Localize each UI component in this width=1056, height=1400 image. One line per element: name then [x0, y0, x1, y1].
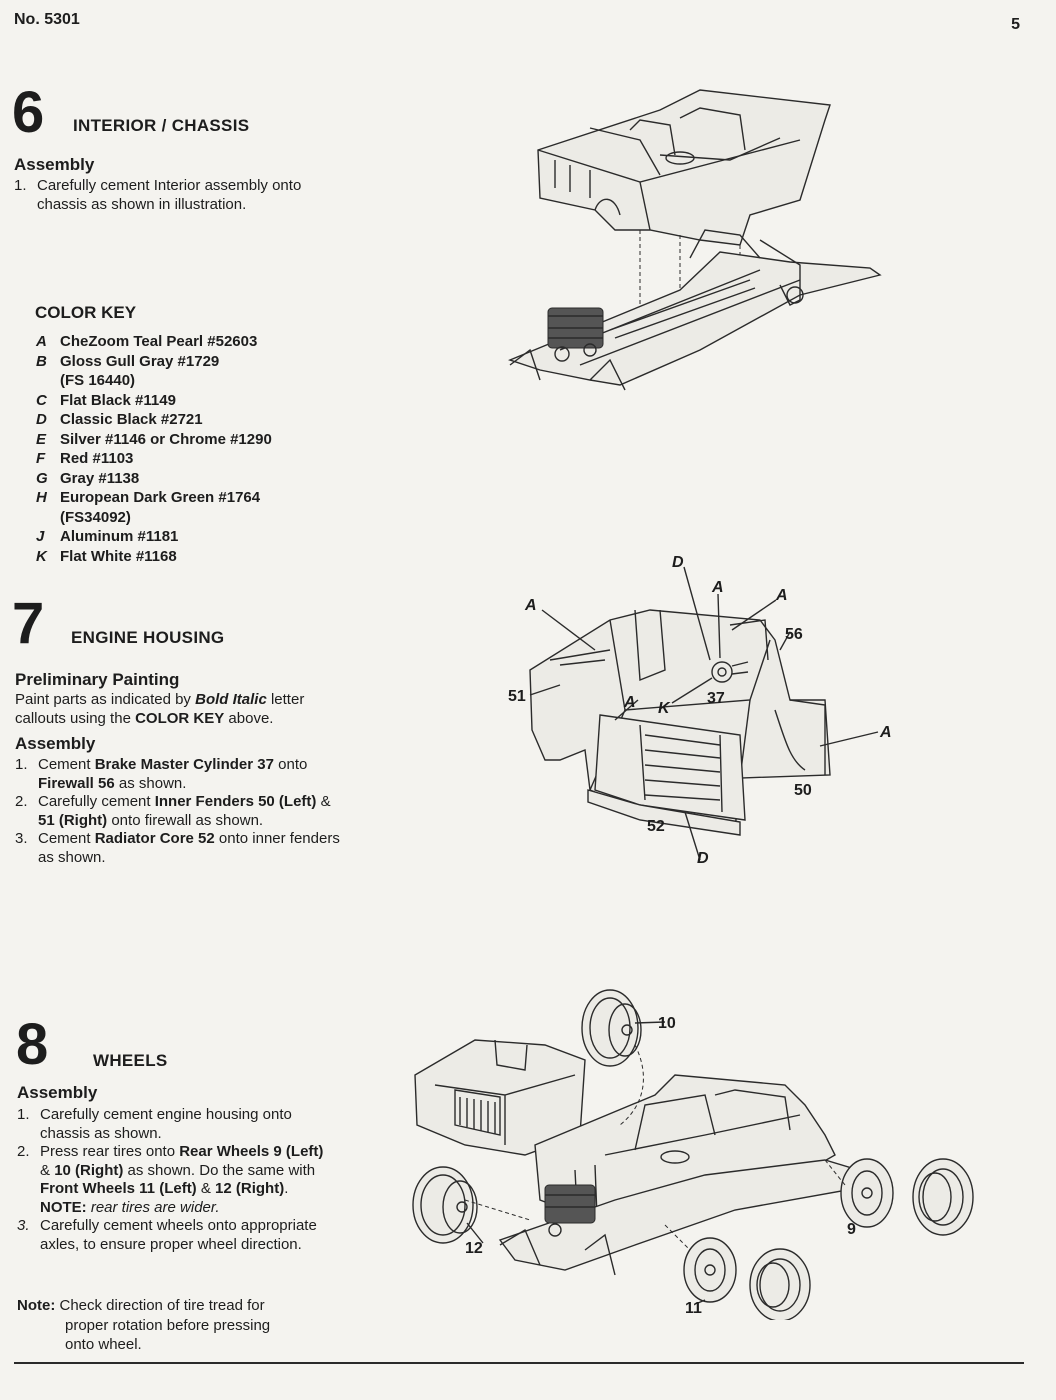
- callout-part-50: 50: [794, 782, 812, 799]
- callout-leaders: [529, 566, 879, 861]
- chassis-frame-drawing: [507, 229, 882, 391]
- front-wheel-11-drawing: [664, 1224, 811, 1320]
- callout-d-bottom: D: [697, 850, 709, 867]
- step-7-title: ENGINE HOUSING: [71, 628, 225, 647]
- step-8-item: 3.Carefully cement wheels onto appropria…: [17, 1217, 317, 1253]
- tire-note: Note: Check direction of tire tread for …: [17, 1297, 271, 1353]
- step-8-instructions: 1.Carefully cement engine housing onto c…: [17, 1106, 327, 1254]
- callout-d-top: D: [672, 554, 684, 571]
- chassis-small-drawing: [498, 1159, 876, 1276]
- interior-tub-drawing: [537, 89, 831, 246]
- step-6-assembly-heading: Assembly: [14, 155, 95, 174]
- engine-housing-drawing: [529, 609, 831, 836]
- wheels-illustration: 10 12 9 11: [412, 989, 974, 1320]
- callout-a-side: A: [879, 724, 892, 741]
- step-7-number: 7: [12, 591, 44, 656]
- callout-a-right: A: [775, 587, 788, 604]
- callout-a-left: A: [524, 597, 537, 614]
- callout-part-11: 11: [685, 1300, 702, 1317]
- bottom-rule: [14, 1362, 1024, 1364]
- callout-part-10: 10: [658, 1015, 676, 1032]
- step-8-number: 8: [16, 1012, 48, 1077]
- step-6-title: INTERIOR / CHASSIS: [73, 116, 250, 135]
- step-7-instructions: 1.Cement Brake Master Cylinder 37 onto F…: [15, 756, 345, 867]
- rear-wheel-9-drawing: [824, 1158, 974, 1236]
- callout-part-52: 52: [647, 818, 665, 835]
- step-6-number: 6: [12, 80, 44, 145]
- step-6-item: 1.Carefully cement Interior assembly ont…: [14, 177, 302, 213]
- step-7-item: 2.Carefully cement Inner Fenders 50 (Lef…: [15, 793, 331, 829]
- front-wheel-12-drawing: [412, 1166, 531, 1244]
- callout-part-56: 56: [785, 626, 803, 643]
- callout-part-37: 37: [707, 690, 725, 707]
- rear-wheel-10-drawing: [581, 989, 666, 1126]
- engine-housing-illustration: D A A A 56 51 A K 37 A 50 52 D: [508, 554, 892, 867]
- callout-a-mid: A: [711, 579, 724, 596]
- page-number: 5: [1011, 16, 1020, 33]
- step-8-item: 1.Carefully cement engine housing onto c…: [17, 1106, 292, 1142]
- step-7-item: 3.Cement Radiator Core 52 onto inner fen…: [15, 830, 340, 866]
- step-8-title: WHEELS: [93, 1051, 168, 1070]
- callout-a-inner: A: [623, 694, 636, 711]
- callout-k: K: [658, 700, 671, 717]
- step-6-instructions: 1.Carefully cement Interior assembly ont…: [14, 177, 344, 214]
- model-number: No. 5301: [14, 11, 80, 28]
- step-7-prelim-text: Paint parts as indicated by Bold Italic …: [15, 691, 305, 727]
- interior-chassis-illustration: [507, 89, 882, 391]
- step-7-item: 1.Cement Brake Master Cylinder 37 onto F…: [15, 756, 308, 792]
- callout-part-51: 51: [508, 688, 526, 705]
- step-7-prelim-heading: Preliminary Painting: [15, 670, 180, 689]
- step-8-item: 2.Press rear tires onto Rear Wheels 9 (L…: [17, 1143, 324, 1216]
- step-8-assembly-heading: Assembly: [17, 1083, 98, 1102]
- callout-part-9: 9: [847, 1221, 856, 1238]
- step-7-assembly-heading: Assembly: [15, 734, 96, 753]
- callout-part-12: 12: [465, 1240, 483, 1257]
- color-key-title: COLOR KEY: [35, 303, 137, 322]
